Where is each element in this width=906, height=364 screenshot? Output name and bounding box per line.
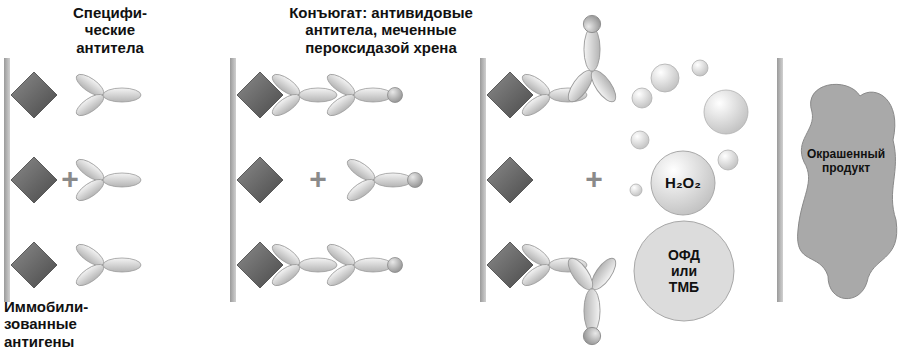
caption-label: Конъюгат: антивидовые антитела, меченные… [283,4,479,56]
node-text: ОФД или ТМБ [662,247,706,295]
plus-sign: + [58,162,82,197]
reagent-bubble: H₂O₂ [650,150,716,216]
circle-outline [651,151,715,215]
circle-outline [634,221,734,321]
caption-label: Специфи- ческие антитела [58,4,162,56]
plus-sign: + [306,162,330,197]
blob-outline [798,84,897,298]
plus-sign: + [582,162,606,197]
node-text: H₂O₂ [665,174,701,191]
node-text: Окрашенный продукт [800,148,892,176]
caption-label: Иммобили- зованные антигены [4,298,114,350]
substrate-circle: ОФД или ТМБ [633,220,735,322]
product-blob: Окрашенный продукт [790,78,902,306]
product-blob-outline [790,78,902,306]
